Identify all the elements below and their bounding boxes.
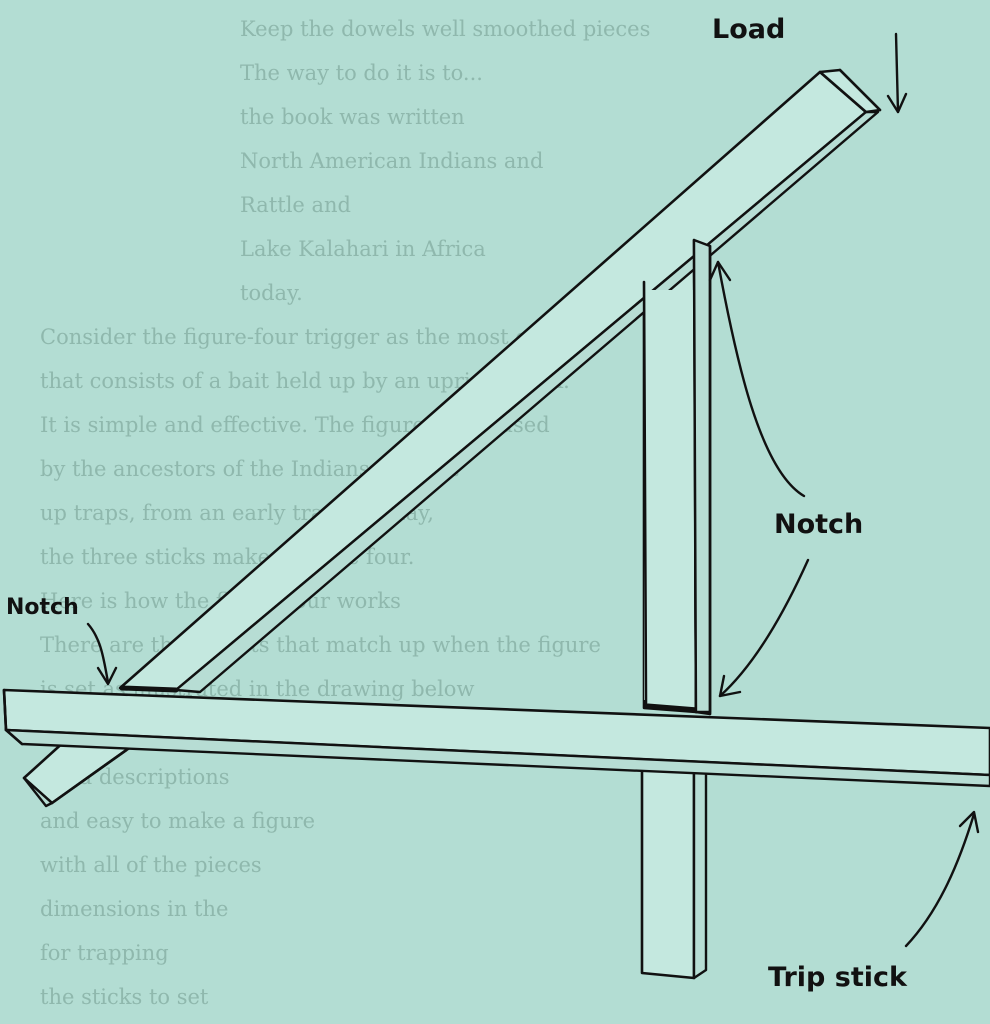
- label-load: Load: [712, 14, 785, 45]
- label-trip-stick: Trip stick: [768, 962, 908, 993]
- background-text-line: the sticks to set: [40, 985, 209, 1009]
- trip-stick-arrow: [904, 810, 980, 948]
- notch-top-arrows: [708, 260, 810, 698]
- upright-stick-lower: [640, 763, 708, 980]
- background-text-line: today.: [240, 281, 303, 305]
- notch-left-arrow: [86, 622, 118, 686]
- label-notch-left: Notch: [6, 595, 79, 620]
- background-text-line: North American Indians and: [240, 149, 543, 173]
- load-arrow: [886, 32, 908, 114]
- background-text-line: for trapping: [40, 941, 169, 965]
- background-text-line: Keep the dowels well smoothed pieces: [240, 17, 650, 41]
- background-text-line: The way to do it is to...: [240, 61, 483, 85]
- background-text-line: Rattle and: [240, 193, 351, 217]
- background-text-line: and easy to make a figure: [40, 809, 315, 833]
- background-text-line: the book was written: [240, 105, 465, 129]
- background-text-line: dimensions in the: [40, 897, 228, 921]
- background-text-line: There are three parts that match up when…: [40, 633, 601, 657]
- background-text-line: Lake Kalahari in Africa: [240, 237, 486, 261]
- upright-occlusion: [642, 238, 712, 716]
- background-text-line: with all of the pieces: [40, 853, 262, 877]
- background-page-text: Keep the dowels well smoothed piecesThe …: [40, 17, 650, 1009]
- horizontal-trigger-bar: [2, 688, 990, 808]
- label-notch-top: Notch: [774, 509, 863, 540]
